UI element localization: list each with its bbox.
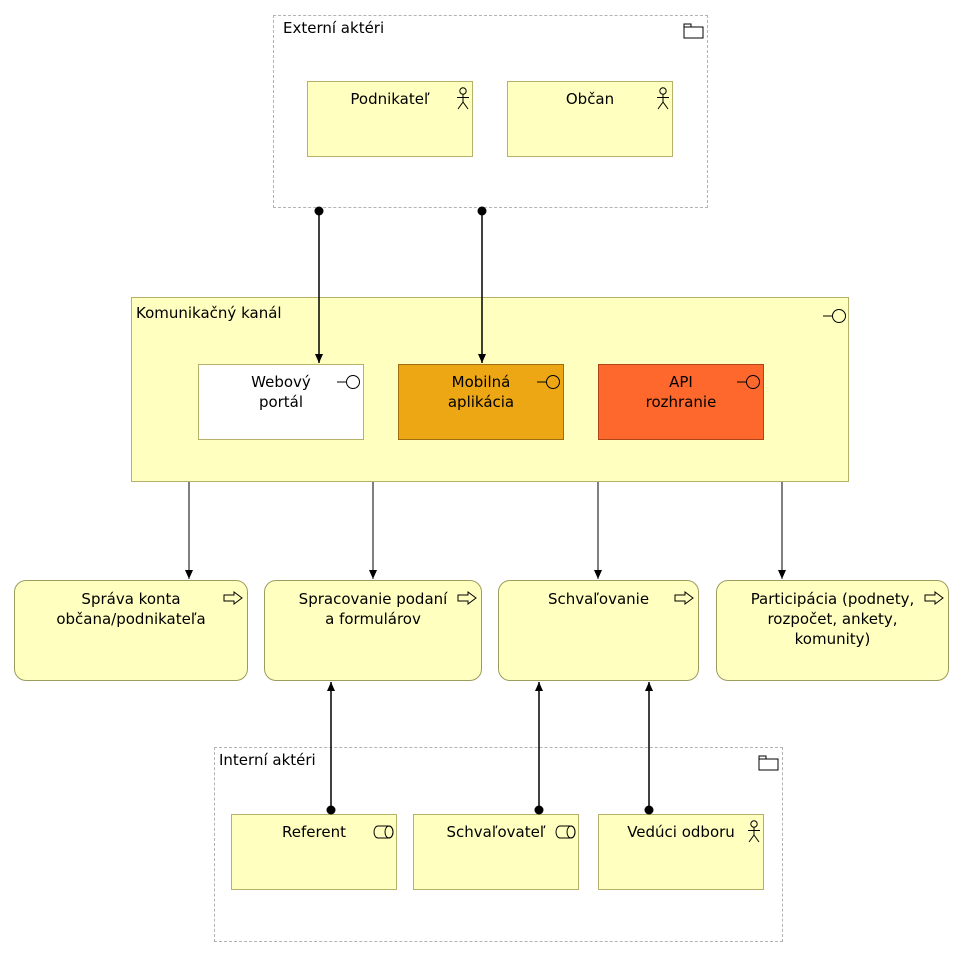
process-arrow-icon <box>457 591 477 605</box>
interface-label-line2: portál <box>258 393 304 411</box>
actor-icon <box>657 87 669 110</box>
process-participation[interactable]: Participácia (podnety, rozpočet, ankety,… <box>716 580 949 681</box>
external-actors-group: Externí aktéri <box>273 15 708 208</box>
interface-web-portal[interactable]: Webový portál <box>198 364 364 440</box>
process-label-line1: Schvaľovanie <box>547 590 650 608</box>
process-label-line2: a formulárov <box>325 610 421 628</box>
interface-icon <box>337 375 360 389</box>
process-arrow-icon <box>924 591 944 605</box>
actor-label: Občan <box>565 90 615 108</box>
actor-label: Podnikateľ <box>350 90 430 108</box>
folder-icon <box>758 755 779 771</box>
role-icon <box>555 825 576 839</box>
process-label-line1: Participácia (podnety, <box>750 590 915 608</box>
actor-podnikatel[interactable]: Podnikateľ <box>307 81 473 157</box>
process-label-line1: Spracovanie podaní <box>298 590 448 608</box>
role-label: Referent <box>282 823 346 841</box>
actor-veduci-odboru[interactable]: Vedúci odboru <box>598 814 764 890</box>
connector-referent-to-submissions <box>326 682 336 815</box>
interface-label-line2: rozhranie <box>645 393 717 411</box>
internal-actors-group: Interní aktéri <box>214 747 783 942</box>
internal-actors-title: Interní aktéri <box>219 751 316 769</box>
actor-icon <box>748 820 760 843</box>
process-label-line2: občana/podnikateľa <box>56 610 206 628</box>
interface-icon <box>737 375 760 389</box>
role-schvalovatel[interactable]: Schvaľovateľ <box>413 814 579 890</box>
folder-icon <box>683 23 704 39</box>
connector-schvalovatel-to-approval <box>534 682 544 815</box>
actor-icon <box>457 87 469 110</box>
interface-icon <box>537 375 560 389</box>
process-submissions[interactable]: Spracovanie podaní a formulárov <box>264 580 482 681</box>
connector-external-to-mobile <box>477 206 487 363</box>
interface-label-line1: API <box>669 373 693 391</box>
role-referent[interactable]: Referent <box>231 814 397 890</box>
interface-label-line2: aplikácia <box>447 393 515 411</box>
role-icon <box>373 825 394 839</box>
connector-external-to-web <box>314 206 324 363</box>
channel-title: Komunikačný kanál <box>136 304 282 322</box>
external-actors-title: Externí aktéri <box>283 19 385 37</box>
process-label-line1: Správa konta <box>81 590 181 608</box>
interface-mobile-app[interactable]: Mobilná aplikácia <box>398 364 564 440</box>
actor-obcan[interactable]: Občan <box>507 81 673 157</box>
role-label: Schvaľovateľ <box>446 823 546 841</box>
interface-label-line1: Webový <box>251 373 311 391</box>
process-approval[interactable]: Schvaľovanie <box>498 580 699 681</box>
process-account-management[interactable]: Správa konta občana/podnikateľa <box>14 580 248 681</box>
process-arrow-icon <box>674 591 694 605</box>
actor-label: Vedúci odboru <box>627 823 735 841</box>
process-label-line3: komunity) <box>794 630 871 648</box>
interface-api[interactable]: API rozhranie <box>598 364 764 440</box>
connector-veduci-to-approval <box>644 682 654 815</box>
process-arrow-icon <box>223 591 243 605</box>
interface-icon <box>823 309 846 323</box>
process-label-line2: rozpočet, ankety, <box>767 610 898 628</box>
interface-label-line1: Mobilná <box>451 373 511 391</box>
